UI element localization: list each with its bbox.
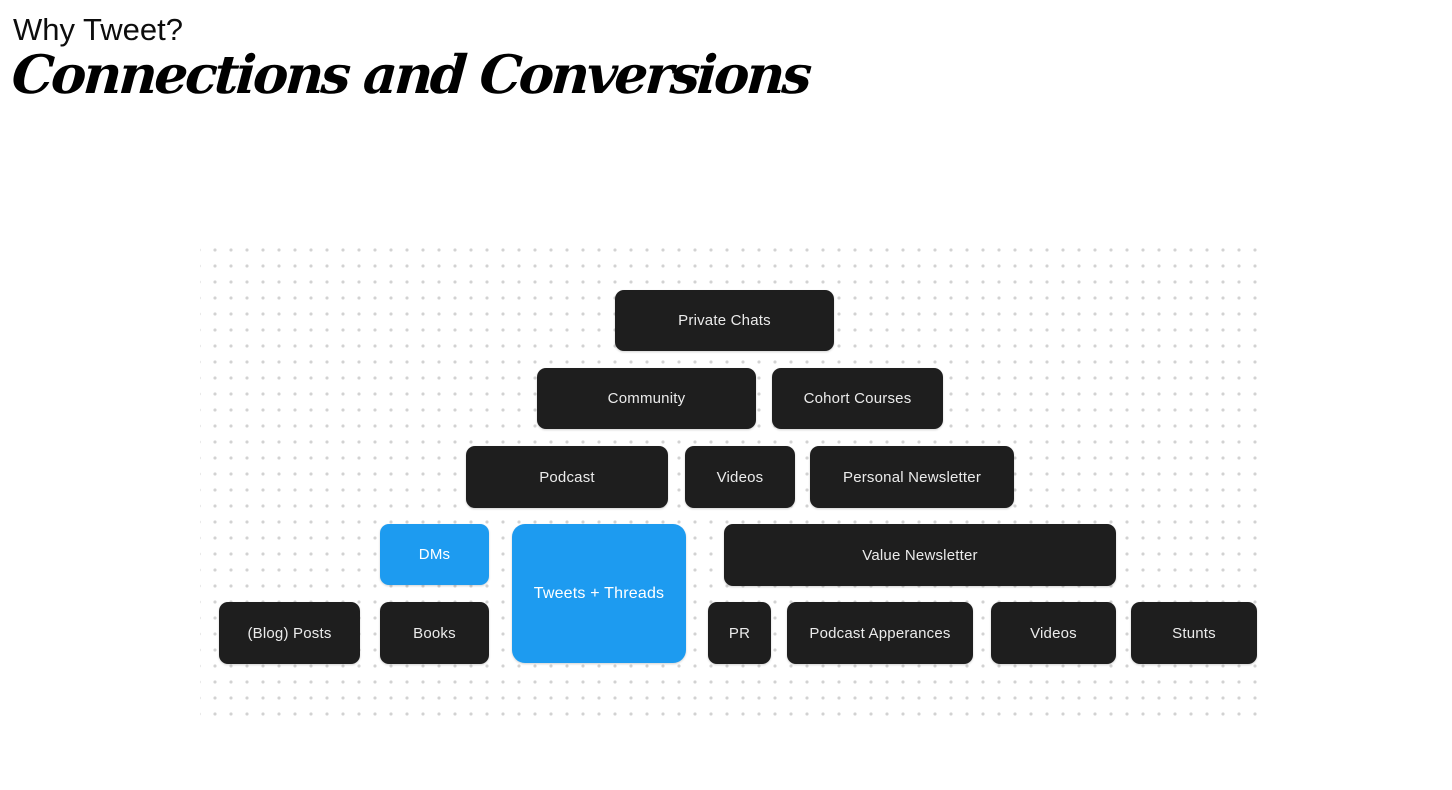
page-title: Why Tweet? <box>13 12 184 47</box>
node-label-blog-posts: (Blog) Posts <box>247 624 332 642</box>
node-label-cohort-courses: Cohort Courses <box>803 390 912 407</box>
node-blog-posts[interactable]: (Blog) Posts <box>219 602 360 664</box>
node-private-chats[interactable]: Private Chats <box>615 290 834 351</box>
node-tweets-threads[interactable]: Tweets + Threads <box>512 524 686 663</box>
node-personal-newsletter[interactable]: Personal Newsletter <box>810 446 1014 508</box>
node-label-books: Books <box>413 624 456 642</box>
node-label-community: Community <box>607 390 686 407</box>
node-label-podcast-apperances: Podcast Apperances <box>809 624 951 642</box>
node-label-dms: DMs <box>418 546 451 563</box>
node-label-videos-bottom: Videos <box>1030 624 1077 642</box>
node-videos-bottom[interactable]: Videos <box>991 602 1116 664</box>
node-community[interactable]: Community <box>537 368 756 429</box>
node-label-podcast: Podcast <box>539 468 595 486</box>
node-podcast-apperances[interactable]: Podcast Apperances <box>787 602 973 664</box>
node-podcast[interactable]: Podcast <box>466 446 668 508</box>
node-pr[interactable]: PR <box>708 602 771 664</box>
node-label-stunts: Stunts <box>1172 624 1216 642</box>
node-label-private-chats: Private Chats <box>678 312 771 329</box>
node-stunts[interactable]: Stunts <box>1131 602 1257 664</box>
node-label-tweets-threads: Tweets + Threads <box>533 584 665 602</box>
node-label-personal-newsletter: Personal Newsletter <box>842 468 982 486</box>
node-videos-top[interactable]: Videos <box>685 446 795 508</box>
node-label-pr: PR <box>728 624 751 642</box>
page-subtitle: Connections and Conversions <box>9 44 812 106</box>
node-label-value-newsletter: Value Newsletter <box>862 546 978 564</box>
node-books[interactable]: Books <box>380 602 489 664</box>
node-label-videos-top: Videos <box>716 468 764 486</box>
node-cohort-courses[interactable]: Cohort Courses <box>772 368 943 429</box>
node-value-newsletter[interactable]: Value Newsletter <box>724 524 1116 586</box>
node-dms[interactable]: DMs <box>380 524 489 585</box>
